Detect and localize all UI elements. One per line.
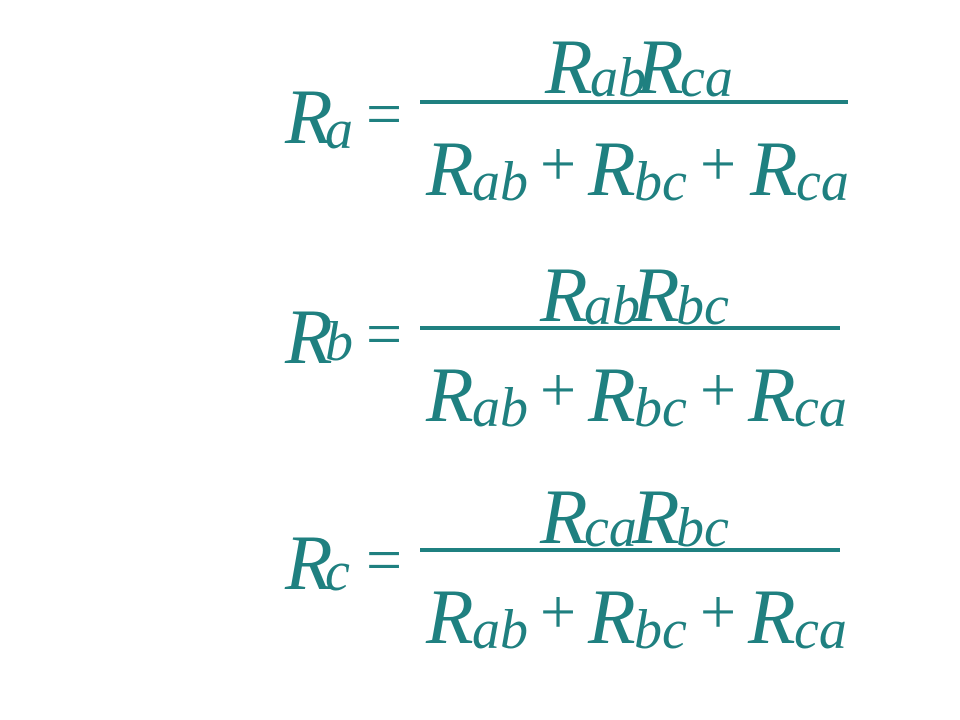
- denominator-term-2-symbol: R: [588, 125, 636, 212]
- denominator-term-1-symbol: R: [426, 351, 474, 438]
- denominator-term-1-subscript: ab: [472, 377, 528, 439]
- denominator-term-2-subscript: bc: [634, 151, 687, 213]
- denominator-term-1-subscript: ab: [472, 599, 528, 661]
- plus-operator-1: +: [540, 576, 577, 647]
- numerator-term-2-symbol: R: [632, 251, 680, 338]
- plus-operator-1: +: [540, 128, 577, 199]
- denominator-term-2-subscript: bc: [634, 377, 687, 439]
- denominator-term-3-subscript: ca: [794, 599, 847, 661]
- denominator-term-2-symbol: R: [588, 573, 636, 660]
- equals-sign: =: [366, 78, 403, 149]
- numerator-term-1-subscript: ab: [590, 47, 646, 109]
- formula-ra: R a = R ab R ca R ab + R bc + R ca: [0, 20, 960, 211]
- denominator-term-3-symbol: R: [750, 125, 798, 212]
- lhs-symbol: R: [285, 293, 333, 380]
- denominator-term-3-symbol: R: [748, 573, 796, 660]
- denominator-term-1-subscript: ab: [472, 151, 528, 213]
- formula-rb: R b = R ab R bc R ab + R bc + R ca: [0, 251, 960, 438]
- equals-sign: =: [366, 298, 403, 369]
- numerator-term-2-subscript: bc: [676, 275, 729, 337]
- denominator-term-3-subscript: ca: [794, 377, 847, 439]
- fraction-bar: [420, 326, 840, 330]
- formula-rc: R c = R ca R bc R ab + R bc + R ca: [0, 473, 960, 660]
- denominator-term-1-symbol: R: [426, 573, 474, 660]
- denominator-term-2-symbol: R: [588, 351, 636, 438]
- numerator-term-2-symbol: R: [632, 473, 680, 560]
- plus-operator-2: +: [700, 354, 737, 425]
- denominator-term-3-subscript: ca: [796, 151, 849, 213]
- denominator-term-2-subscript: bc: [634, 599, 687, 661]
- fraction-bar: [420, 100, 848, 104]
- denominator-term-1-symbol: R: [426, 125, 474, 212]
- plus-operator-2: +: [700, 128, 737, 199]
- plus-operator-2: +: [700, 576, 737, 647]
- numerator-term-2-symbol: R: [636, 23, 684, 110]
- numerator-term-1-subscript: ab: [584, 275, 640, 337]
- numerator-term-1-symbol: R: [545, 23, 593, 110]
- numerator-term-1-subscript: ca: [584, 497, 637, 559]
- numerator-term-2-subscript: ca: [680, 47, 733, 109]
- lhs-subscript: c: [325, 541, 350, 603]
- fraction-bar: [420, 548, 840, 552]
- numerator-term-1-symbol: R: [540, 251, 588, 338]
- numerator-term-1-symbol: R: [540, 473, 588, 560]
- lhs-subscript: b: [325, 311, 353, 373]
- plus-operator-1: +: [540, 354, 577, 425]
- numerator-term-2-subscript: bc: [676, 497, 729, 559]
- lhs-symbol: R: [285, 73, 333, 160]
- lhs-symbol: R: [285, 519, 333, 606]
- lhs-subscript: a: [325, 99, 353, 161]
- equals-sign: =: [366, 524, 403, 595]
- denominator-term-3-symbol: R: [748, 351, 796, 438]
